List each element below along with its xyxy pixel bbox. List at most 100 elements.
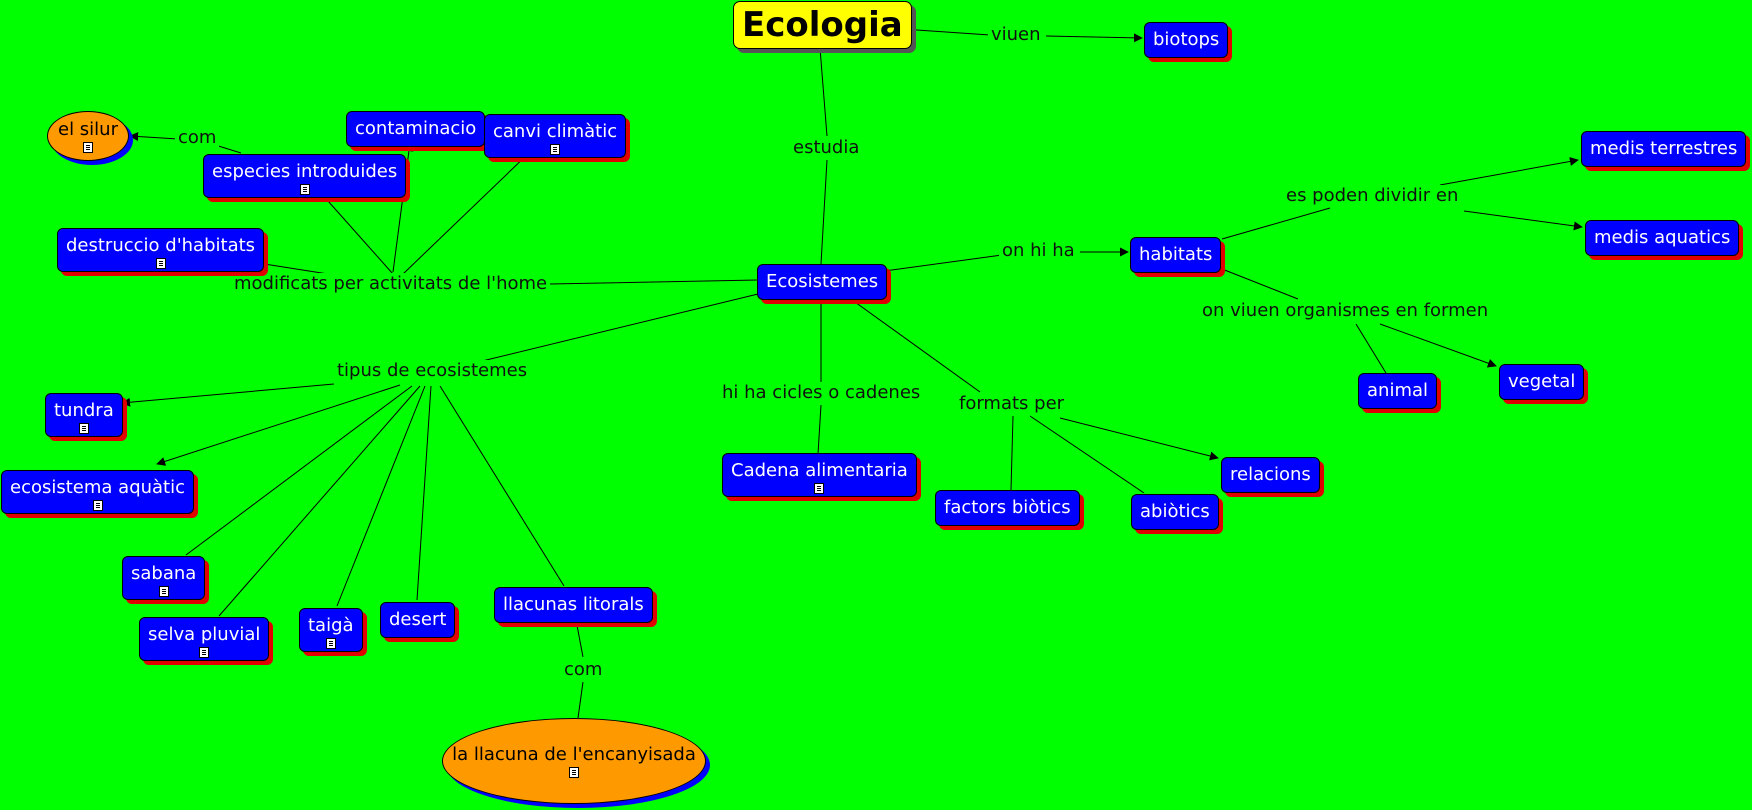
concept-label: animal (1367, 380, 1429, 401)
concept-taiga[interactable]: taigà (299, 608, 363, 652)
link-arrow (257, 259, 329, 275)
link-line (185, 385, 413, 556)
concept-label: selva pluvial (148, 624, 261, 645)
link-line (439, 385, 565, 587)
concept-label: medis aquatics (1594, 227, 1731, 248)
document-icon[interactable] (814, 483, 825, 494)
document-icon[interactable] (550, 144, 561, 155)
link-line (883, 254, 1003, 272)
link-line (817, 404, 822, 455)
concept-ecologia[interactable]: Ecologia (733, 1, 912, 49)
link-arrow (319, 191, 394, 275)
concept-label: relacions (1230, 464, 1311, 485)
link-label-formats-per: formats per (956, 393, 1068, 415)
link-label-estudia: estudia (790, 137, 863, 159)
document-icon[interactable] (155, 258, 166, 269)
concept-selva-pluvial[interactable]: selva pluvial (139, 617, 270, 661)
link-line (549, 279, 759, 285)
link-line (1355, 323, 1387, 374)
link-arrow (156, 384, 401, 466)
link-arrow (1439, 157, 1579, 186)
link-arrow (1059, 417, 1219, 461)
concept-label: abiòtics (1140, 501, 1210, 522)
concept-label: contaminacio (355, 118, 477, 139)
concept-sabana[interactable]: sabana (122, 556, 206, 600)
concept-contaminacio[interactable]: contaminacio (346, 111, 486, 147)
concept-label: ecosistema aquàtic (10, 477, 186, 498)
link-line (847, 296, 981, 393)
concept-medis-terrestres[interactable]: medis terrestres (1581, 131, 1747, 167)
concept-biotops[interactable]: biotops (1144, 22, 1229, 58)
link-label-com-llacuna: com (561, 659, 606, 681)
link-label-viuen: viuen (988, 24, 1044, 46)
concept-label: vegetal (1508, 371, 1576, 392)
concept-relacions[interactable]: relacions (1221, 457, 1320, 493)
link-label-modificats: modificats per activitats de l'home (231, 273, 551, 295)
concept-label: biotops (1153, 29, 1220, 50)
concept-label: taigà (308, 615, 354, 636)
document-icon[interactable] (199, 647, 210, 658)
link-arrow (129, 132, 179, 141)
concept-label: canvi climàtic (493, 121, 618, 142)
document-icon[interactable] (299, 184, 310, 195)
concept-abiotics[interactable]: abiòtics (1131, 494, 1219, 530)
concept-cadena-alimentaria[interactable]: Cadena alimentaria (722, 453, 917, 497)
concept-label: habitats (1139, 244, 1213, 265)
link-line (1221, 268, 1299, 300)
concept-label: desert (389, 609, 447, 630)
concept-label: destruccio d'habitats (66, 235, 256, 256)
concept-label: Ecologia (742, 5, 903, 45)
document-icon[interactable] (569, 767, 579, 778)
concept-ecosistema-aquatic[interactable]: ecosistema aquàtic (1, 470, 195, 514)
link-line (218, 385, 421, 617)
link-line (1221, 207, 1331, 240)
link-line (819, 47, 828, 137)
link-line (577, 681, 584, 719)
document-icon[interactable] (78, 423, 89, 434)
link-arrow (1463, 210, 1583, 231)
link-line (1029, 415, 1145, 494)
link-line (336, 385, 426, 607)
concept-label: Cadena alimentaria (731, 460, 908, 481)
concept-label: sabana (131, 563, 197, 584)
link-label-hi-ha-cicles: hi ha cicles o cadenes (719, 382, 924, 404)
link-label-on-viuen: on viuen organismes en formen (1199, 300, 1492, 322)
concept-medis-aquatics[interactable]: medis aquatics (1585, 220, 1740, 256)
link-line (477, 293, 759, 363)
concept-especies-introduides[interactable]: especies introduides (203, 154, 407, 198)
document-icon[interactable] (83, 142, 93, 153)
link-label-tipus: tipus de ecosistemes (334, 360, 531, 382)
concept-label: llacunas litorals (503, 594, 644, 615)
concept-label: el silur (58, 119, 118, 140)
link-arrow (1045, 33, 1143, 43)
link-line (1010, 415, 1014, 491)
concept-destruccio-habitats[interactable]: destruccio d'habitats (57, 228, 265, 272)
link-label-es-poden-dividir: es poden dividir en (1283, 185, 1462, 207)
concept-habitats[interactable]: habitats (1130, 237, 1222, 273)
concept-llacuna-encanyisada[interactable]: la llacuna de l'encanyisada (442, 718, 706, 804)
concept-tundra[interactable]: tundra (45, 393, 123, 437)
link-line (820, 159, 828, 265)
link-arrow (121, 383, 335, 407)
concept-llacunas-litorals[interactable]: llacunas litorals (494, 587, 653, 623)
concept-ecosistemes[interactable]: Ecosistemes (757, 264, 888, 300)
concept-factors-biotics[interactable]: factors biòtics (935, 490, 1080, 526)
concept-label: medis terrestres (1590, 138, 1738, 159)
document-icon[interactable] (92, 500, 103, 511)
document-icon[interactable] (325, 638, 336, 649)
concept-animal[interactable]: animal (1358, 373, 1438, 409)
concept-desert[interactable]: desert (380, 602, 456, 638)
document-icon[interactable] (158, 586, 169, 597)
concept-label: tundra (54, 400, 114, 421)
concept-label: factors biòtics (944, 497, 1071, 518)
concept-canvi-climatic[interactable]: canvi climàtic (484, 114, 627, 158)
concept-el-silur[interactable]: el silur (47, 111, 129, 161)
concept-label: Ecosistemes (766, 271, 879, 292)
concept-vegetal[interactable]: vegetal (1499, 364, 1585, 400)
link-arrow (392, 142, 414, 273)
link-line (901, 28, 991, 36)
link-arrow (402, 150, 532, 275)
link-line (416, 385, 432, 601)
